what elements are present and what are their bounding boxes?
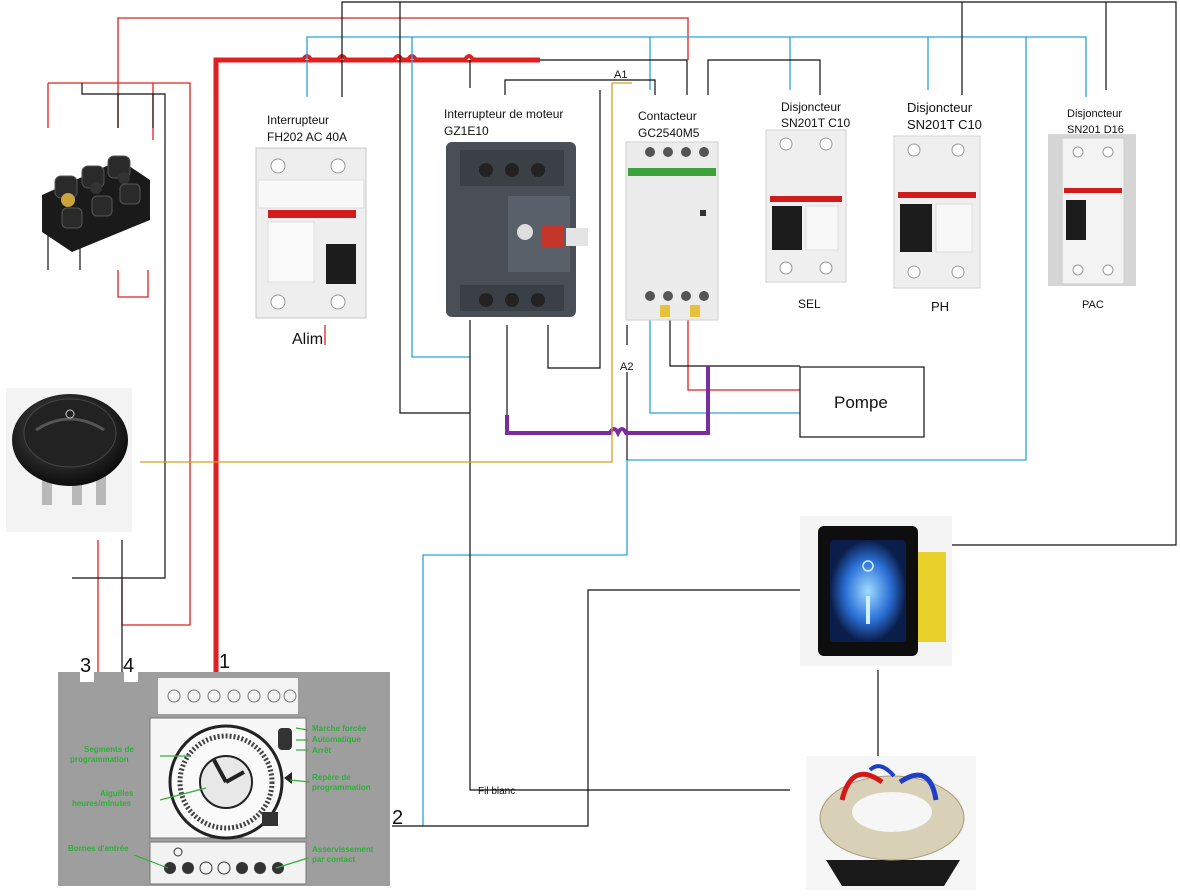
round-rocker-switch-icon bbox=[6, 388, 132, 532]
gz1e10-title: Interrupteur de moteur bbox=[444, 107, 563, 121]
sel-model: SN201T C10 bbox=[781, 116, 850, 130]
control-wire bbox=[140, 82, 632, 463]
timer-marche-forcee: Marche forcée bbox=[312, 724, 367, 733]
fh202-breaker-icon bbox=[255, 147, 367, 319]
terminal-a2: A2 bbox=[620, 361, 633, 373]
timer-automatique: Automatique bbox=[312, 735, 361, 744]
neutral-wires bbox=[306, 36, 1087, 826]
terminal-1: 1 bbox=[219, 651, 230, 673]
fil-blanc-label: Fil blanc bbox=[478, 786, 515, 797]
motor-link-wire bbox=[505, 366, 710, 438]
gz1e10-model: GZ1E10 bbox=[444, 124, 489, 138]
ph-name: PH bbox=[931, 299, 949, 314]
pac-title: Disjoncteur bbox=[1067, 108, 1122, 120]
terminal-block-icon bbox=[42, 155, 150, 252]
black-wires bbox=[47, 1, 1177, 827]
blue-rocker-switch-icon bbox=[800, 516, 952, 666]
pompe-box bbox=[799, 366, 925, 438]
gc2540m5-contactor-icon bbox=[625, 141, 719, 321]
terminal-2: 2 bbox=[392, 807, 403, 829]
ph-breaker-icon bbox=[893, 135, 981, 289]
gz1e10-motor-switch-icon bbox=[446, 142, 588, 317]
pac-model: SN201 D16 bbox=[1067, 124, 1124, 136]
main-phase-wire bbox=[213, 57, 540, 676]
timer-arret: Arrêt bbox=[312, 746, 331, 755]
gc-model: GC2540M5 bbox=[638, 126, 700, 140]
phase-wires bbox=[47, 17, 800, 676]
terminal-4: 4 bbox=[123, 655, 134, 677]
gc-title: Contacteur bbox=[638, 109, 697, 123]
ph-title: Disjoncteur bbox=[907, 100, 973, 115]
terminal-3: 3 bbox=[80, 655, 91, 677]
sel-name: SEL bbox=[798, 297, 821, 311]
pompe-label: Pompe bbox=[834, 393, 888, 412]
pac-breaker-icon bbox=[1048, 134, 1136, 286]
pac-name: PAC bbox=[1082, 299, 1104, 311]
timer-bornes: Bornes d'entrée bbox=[68, 844, 129, 853]
ph-model: SN201T C10 bbox=[907, 117, 982, 132]
sel-title: Disjoncteur bbox=[781, 100, 841, 114]
fh202-title: Interrupteur bbox=[267, 113, 329, 127]
labels: Interrupteur FH202 AC 40A Alim Interrupt… bbox=[68, 69, 1124, 864]
sel-breaker-icon bbox=[765, 129, 847, 283]
fh202-model: FH202 AC 40A bbox=[267, 130, 347, 144]
terminal-a1: A1 bbox=[614, 69, 627, 81]
timer-dial-icon bbox=[58, 672, 390, 886]
toroidal-transformer-icon bbox=[806, 756, 976, 890]
fh202-alim: Alim bbox=[292, 331, 323, 348]
